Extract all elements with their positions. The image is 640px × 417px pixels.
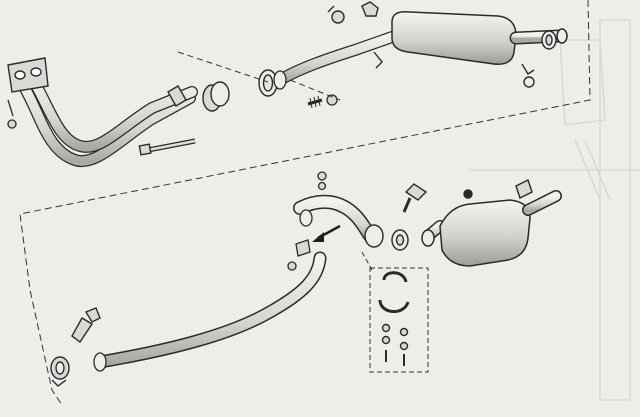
clamp-bolt [138, 138, 196, 156]
downpipe-flange [167, 81, 230, 112]
catalytic-converter [421, 190, 562, 267]
catalyst-sensor [402, 179, 533, 213]
flexible-joint [293, 194, 384, 248]
front-pipe [93, 251, 327, 372]
page-bleed-through [470, 19, 640, 401]
mounting-bracket [361, 1, 379, 17]
assembly-divider-lines [19, 0, 591, 406]
rubber-hanger [327, 5, 535, 88]
joint-hardware [287, 171, 327, 271]
outlet-clamp [391, 229, 409, 251]
arrow-indicator [312, 224, 341, 242]
pipe-clamp [50, 356, 70, 387]
stud-nut [7, 99, 17, 129]
spring-washer [307, 94, 338, 109]
intermediate-pipe [273, 30, 401, 90]
lambda-sensor [71, 307, 101, 344]
clamp-hardware-kit [369, 267, 429, 373]
lower-exhaust-assembly [50, 171, 562, 387]
tailpipe-clamp [541, 30, 557, 50]
upper-exhaust-assembly [7, 1, 568, 168]
exhaust-manifold-downpipe [7, 57, 198, 168]
